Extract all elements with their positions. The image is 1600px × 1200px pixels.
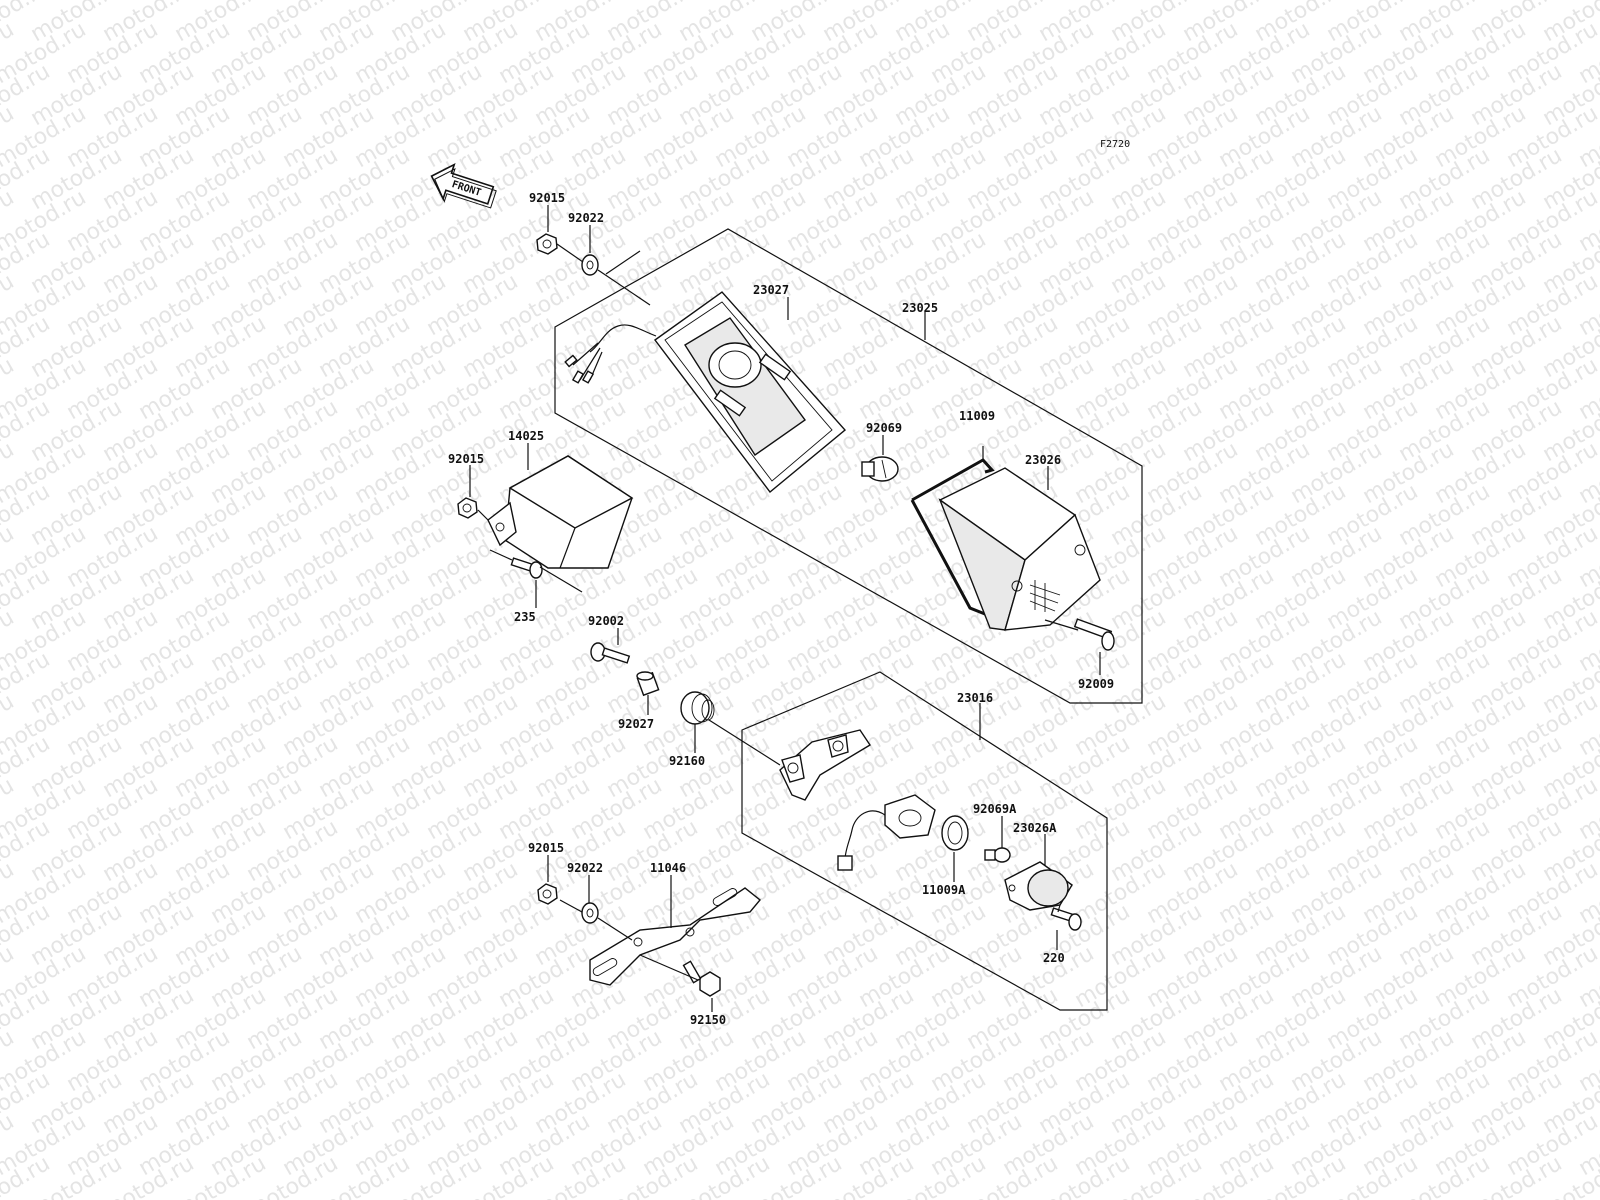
watermark-text: motod.ru <box>1575 0 1600 5</box>
part-label-92009: 92009 <box>1078 677 1114 691</box>
part-label-23016: 23016 <box>957 691 993 705</box>
part-label-92015-bottom: 92015 <box>528 841 564 855</box>
part-label-23025: 23025 <box>902 301 938 315</box>
part-label-92069A: 92069A <box>973 802 1017 816</box>
part-label-92022-bottom: 92022 <box>567 861 603 875</box>
part-label-23027: 23027 <box>753 283 789 297</box>
part-label-23026A: 23026A <box>1013 821 1057 835</box>
part-label-92150: 92150 <box>690 1013 726 1027</box>
part-label-23026: 23026 <box>1025 453 1061 467</box>
washer-92022-top <box>581 254 599 276</box>
part-label-92160: 92160 <box>669 754 705 768</box>
part-label-11009: 11009 <box>959 409 995 423</box>
part-label-92022-top: 92022 <box>568 211 604 225</box>
part-label-220: 220 <box>1043 951 1065 965</box>
bulb-92069A <box>984 847 1011 863</box>
part-label-92002: 92002 <box>588 614 624 628</box>
part-label-92069: 92069 <box>866 421 902 435</box>
part-label-92015-top: 92015 <box>529 191 565 205</box>
gasket-11009A <box>941 815 969 851</box>
washer-92022-bottom <box>581 902 599 924</box>
part-label-92027: 92027 <box>618 717 654 731</box>
part-label-11009A: 11009A <box>922 883 966 897</box>
part-label-235: 235 <box>514 610 536 624</box>
part-label-14025: 14025 <box>508 429 544 443</box>
nut-92015-mid <box>457 497 478 519</box>
figure-code: F2720 <box>1100 139 1130 150</box>
part-label-11046: 11046 <box>650 861 686 875</box>
part-label-92015-mid: 92015 <box>448 452 484 466</box>
